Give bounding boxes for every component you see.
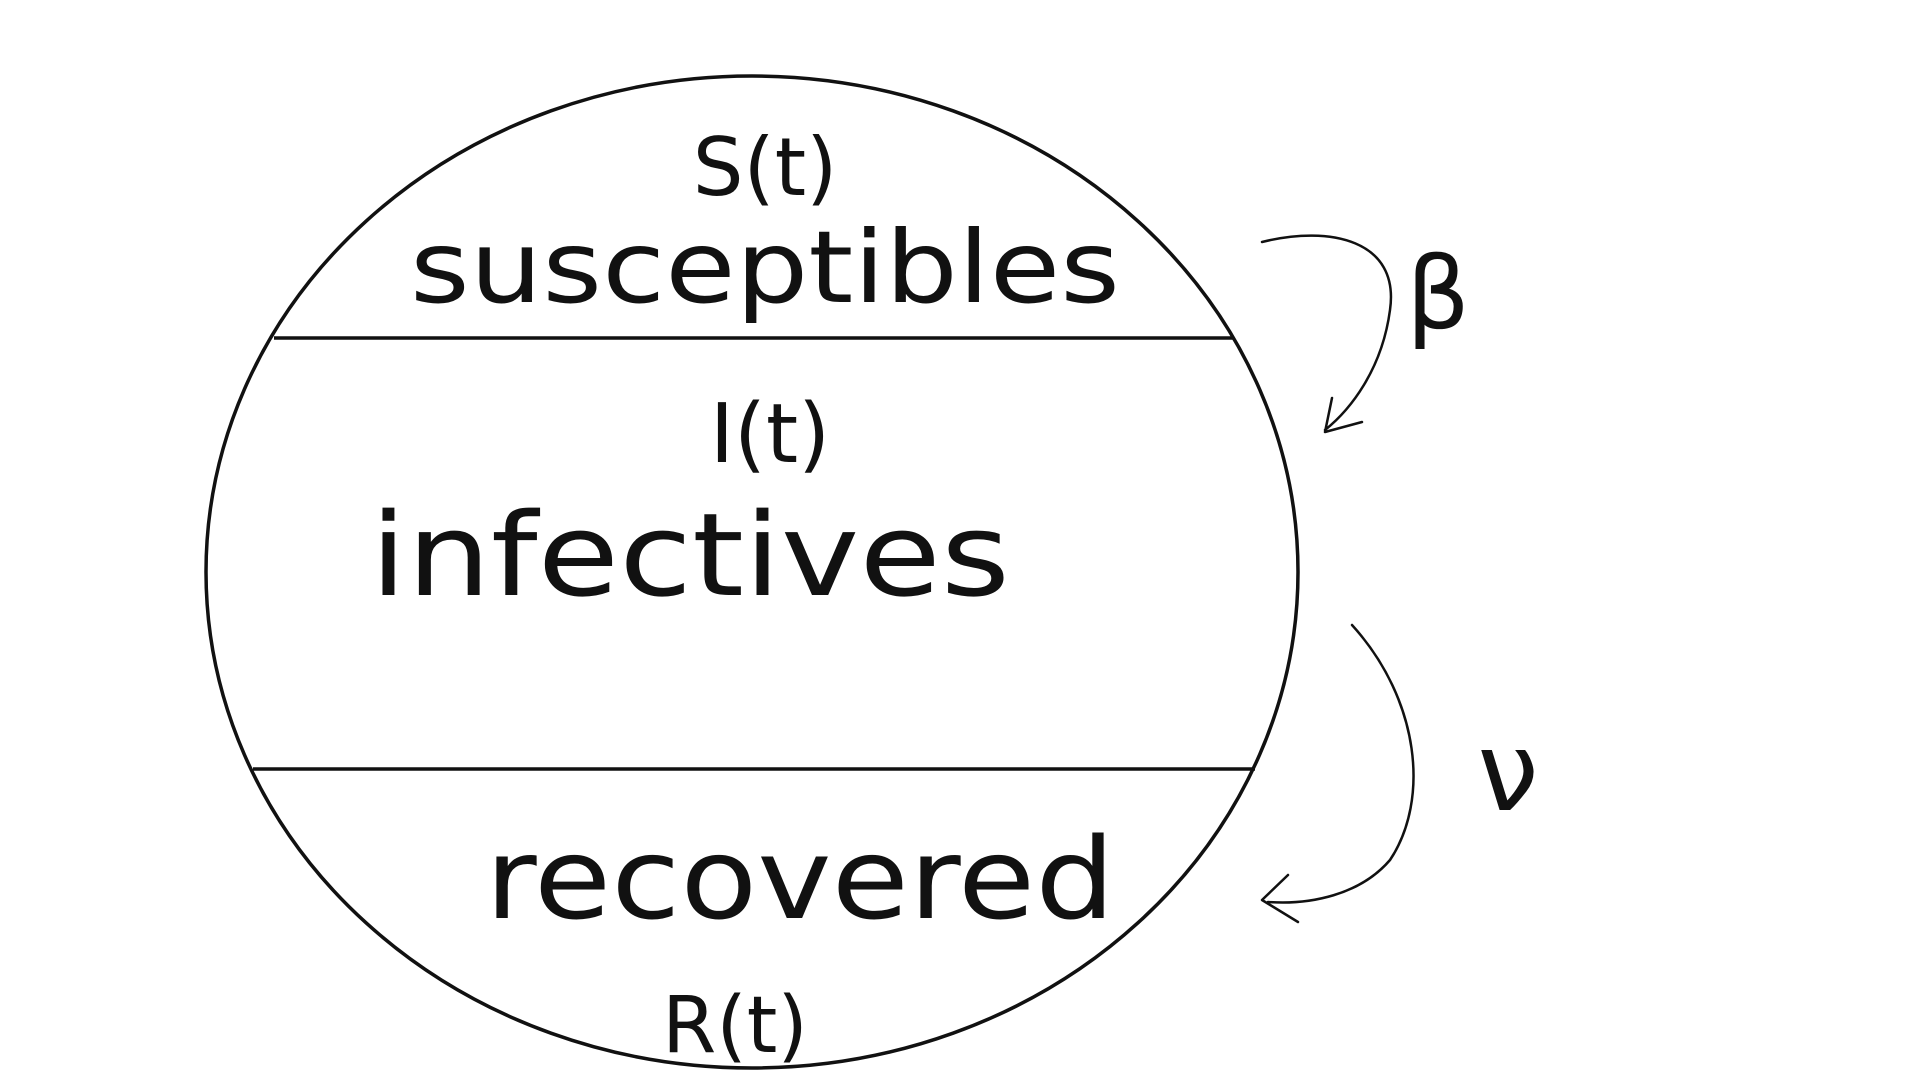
arrow-nu-curve bbox=[1266, 623, 1415, 904]
rate-beta: β bbox=[1406, 235, 1470, 352]
population-circle bbox=[204, 74, 1300, 1070]
arrow-beta-curve bbox=[1260, 234, 1393, 432]
arrow-nu-head bbox=[1260, 873, 1300, 924]
symbol-i: I(t) bbox=[710, 387, 830, 482]
rate-nu: ν bbox=[1477, 708, 1538, 836]
label-recovered: recovered bbox=[485, 815, 1115, 945]
symbol-r: R(t) bbox=[662, 981, 808, 1071]
label-susceptibles: susceptibles bbox=[410, 209, 1120, 326]
symbol-s: S(t) bbox=[693, 121, 838, 214]
label-infectives: infectives bbox=[370, 489, 1010, 623]
arrow-beta-head bbox=[1323, 396, 1364, 434]
